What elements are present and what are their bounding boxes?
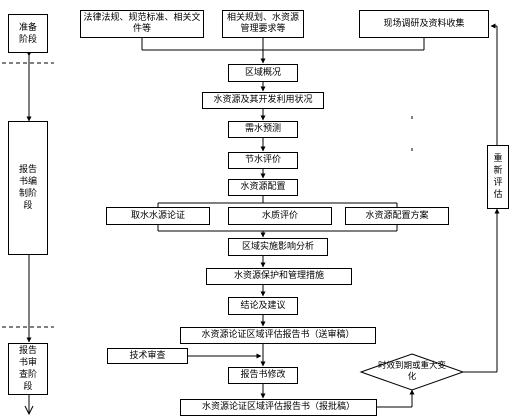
step-quality: 水质评价 — [228, 207, 332, 225]
step-conclusion: 结论及建议 — [228, 297, 298, 315]
stage-compile: 报告书编制阶段 — [8, 121, 48, 255]
step-tech-review: 技术审查 — [107, 348, 188, 364]
step-impact: 区域实施影响分析 — [228, 238, 328, 256]
step-demand: 需水预测 — [228, 121, 298, 138]
step-source: 取水水源论证 — [106, 207, 210, 225]
stage-review: 报告书审查阶段 — [8, 343, 48, 395]
step-report-final: 水资源论证区域评估报告书（报批稿） — [180, 399, 377, 416]
step-saving: 节水评价 — [228, 152, 298, 169]
decision-diamond — [359, 353, 465, 391]
step-allocation: 水资源配置 — [228, 179, 298, 196]
step-water-dev: 水资源及其开发利用状况 — [202, 92, 324, 109]
input-survey: 现场调研及资料收集 — [359, 10, 489, 38]
step-reevaluate: 重新评估 — [487, 145, 509, 209]
step-revise: 报告书修改 — [228, 367, 298, 384]
input-laws: 法律法规、规范标准、相关文件等 — [80, 10, 204, 38]
step-report-review: 水资源论证区域评估报告书（送审稿） — [180, 327, 376, 344]
stage-arrow-3-head — [24, 405, 34, 416]
step-scheme: 水资源配置方案 — [345, 207, 449, 225]
input-plans: 相关规划、水资源管理要求等 — [222, 10, 304, 38]
step-region: 区域概况 — [228, 64, 298, 82]
stage-prep: 准备阶段 — [8, 14, 48, 53]
decision-label: 时效到期或重大变化 — [378, 361, 447, 382]
step-protection: 水资源保护和管理措施 — [206, 268, 352, 285]
